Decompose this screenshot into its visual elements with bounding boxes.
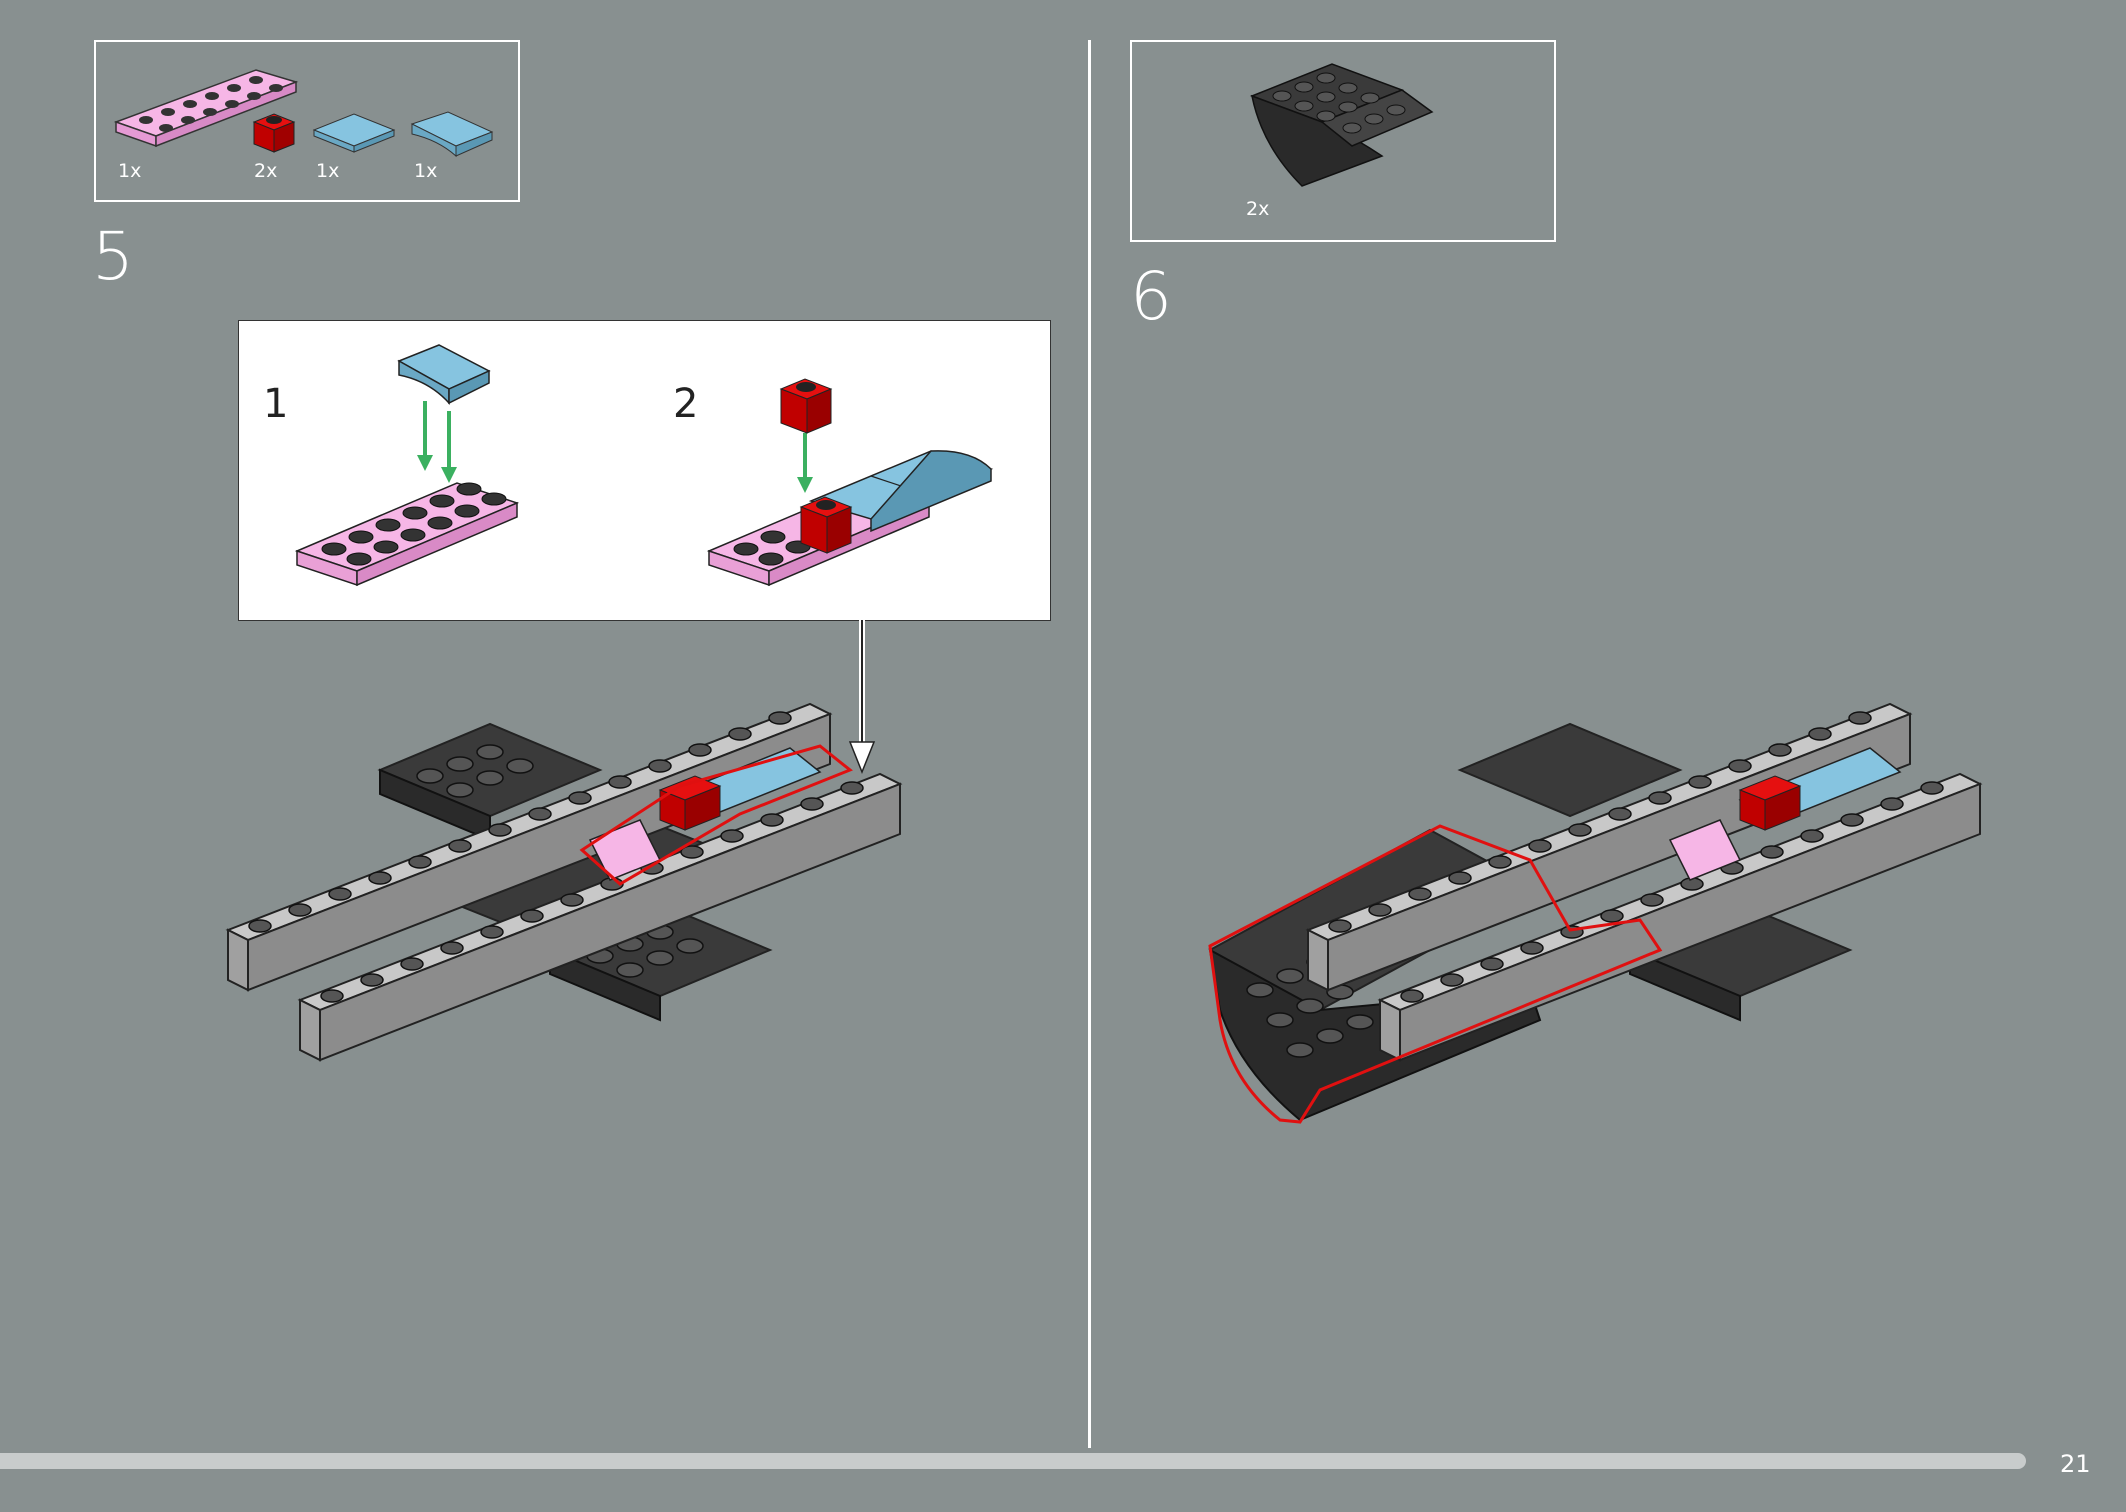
part-qty-label: 1x xyxy=(316,160,340,182)
substep1-illustration xyxy=(294,344,520,587)
inverted-slope-part xyxy=(1249,63,1434,187)
step5-model-illustration xyxy=(225,702,903,1062)
red-brick-part xyxy=(252,113,296,153)
step-number: 6 xyxy=(1130,258,1172,335)
page-divider xyxy=(1088,40,1091,1448)
pink-plate-part xyxy=(113,69,299,148)
part-qty-label: 2x xyxy=(1246,198,1270,220)
step6-parts-box: 2x xyxy=(1130,40,1556,242)
substep-number: 1 xyxy=(263,381,289,427)
step5-parts-box: 1x 2x 1x 1x xyxy=(94,40,520,202)
part-qty-label: 2x xyxy=(254,160,278,182)
substep-number: 2 xyxy=(673,381,699,427)
progress-bar xyxy=(0,1453,2026,1469)
part-qty-label: 1x xyxy=(414,160,438,182)
step-number: 5 xyxy=(92,218,134,295)
blue-tile-part xyxy=(312,113,396,153)
step6-model-illustration xyxy=(1208,702,1983,1124)
blue-curved-slope-part xyxy=(410,111,494,158)
substep-callout: 1 2 xyxy=(238,320,1051,621)
part-qty-label: 1x xyxy=(118,160,142,182)
callout-arrow xyxy=(848,620,876,775)
page-number: 21 xyxy=(2060,1450,2091,1478)
substep2-illustration xyxy=(706,378,994,587)
